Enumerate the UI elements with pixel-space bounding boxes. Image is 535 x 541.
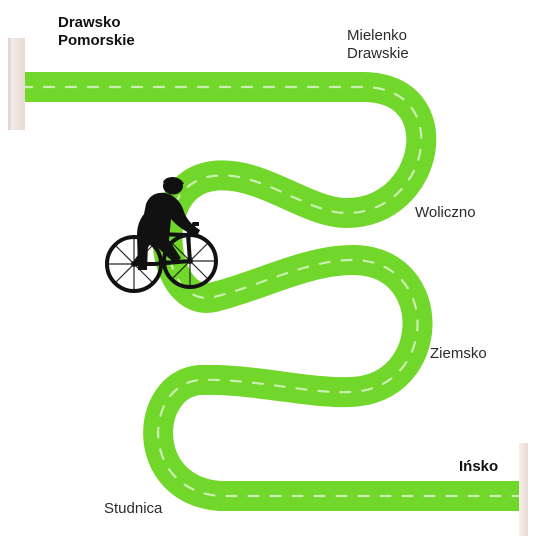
start-town-line2: Pomorskie	[58, 32, 135, 49]
finish-post-icon	[519, 443, 528, 541]
start-post-icon	[8, 38, 25, 130]
cyclist-icon	[105, 176, 218, 293]
mielenko-line1: Mielenko	[347, 27, 408, 44]
road	[20, 72, 524, 511]
mielenko-drawskie-label: Mielenko Drawskie	[347, 27, 409, 63]
end-town-label: Ińsko	[459, 458, 499, 475]
road-surface	[22, 72, 522, 511]
studnica-label: Studnica	[104, 500, 163, 517]
woliczno-label: Woliczno	[415, 204, 476, 221]
road-center-dashes	[20, 85, 524, 498]
mielenko-line2: Drawskie	[347, 45, 409, 62]
start-town-label: Drawsko Pomorskie	[58, 14, 135, 50]
ziemsko-label: Ziemsko	[430, 345, 487, 362]
start-town-line1: Drawsko	[58, 14, 121, 31]
